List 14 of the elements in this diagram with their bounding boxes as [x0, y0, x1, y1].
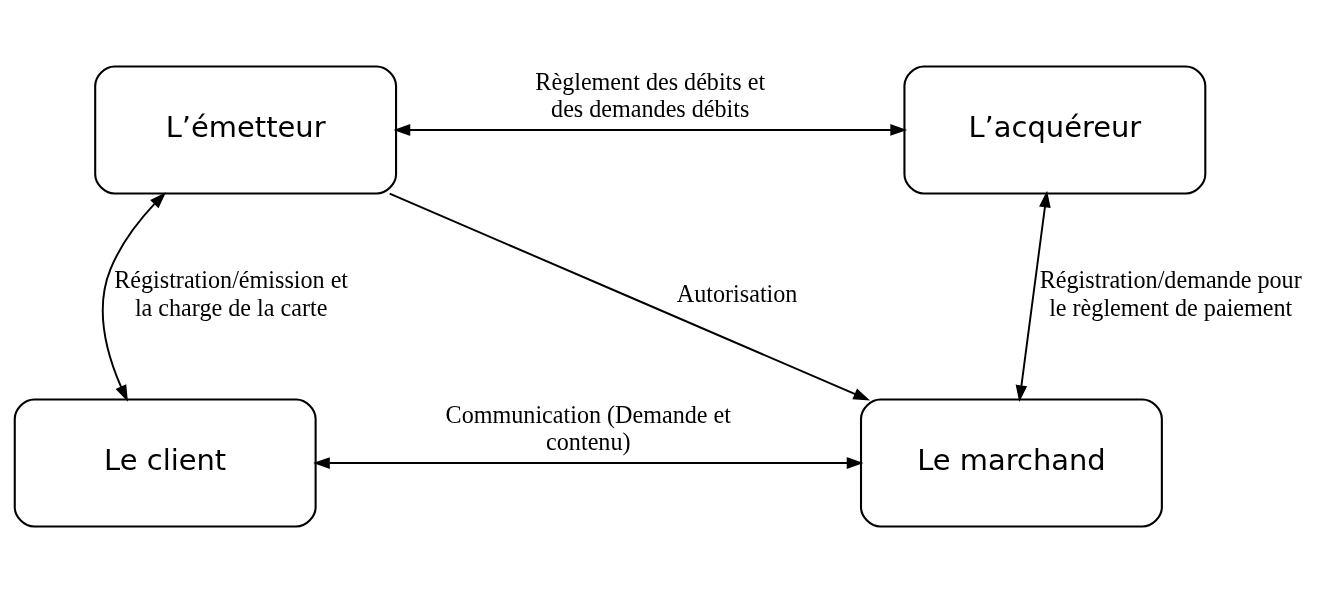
- edge-label: Règlement des débits et des demandes débits: [535, 67, 766, 122]
- arrow: [101, 191, 166, 402]
- edge-label: Régistration/émission et la charge de la carte: [114, 265, 349, 321]
- arrow: [393, 123, 908, 136]
- edge-label: Communication (Demande et contenu): [445, 400, 732, 455]
- arrow: [1015, 190, 1051, 402]
- node-box: Le client: [13, 397, 317, 528]
- node-box: L’émetteur: [94, 64, 398, 195]
- node-box: Le marchand: [859, 397, 1163, 528]
- node-box: L’acquéreur: [903, 64, 1207, 195]
- edge-label: Autorisation: [676, 279, 798, 307]
- arrow: [388, 192, 871, 401]
- edge-label: Régistration/demande pour le règlement de paiement: [1039, 265, 1302, 321]
- arrow: [313, 456, 864, 469]
